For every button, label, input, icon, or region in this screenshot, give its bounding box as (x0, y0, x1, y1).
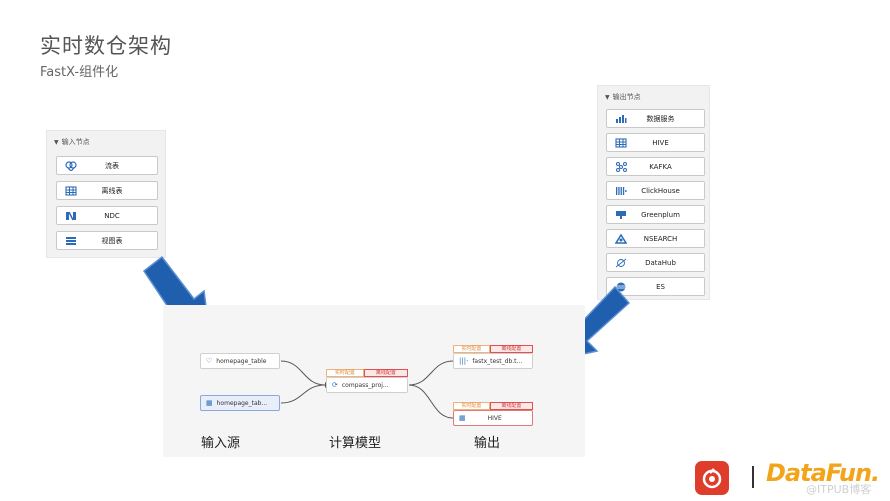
output-node-panel: ▼ 输出节点 数据服务 HIVE KAFKA ClickHouse Greenp… (597, 85, 710, 300)
caption-output: 输出 (474, 436, 501, 451)
grid-table-icon (65, 186, 77, 196)
output-node-label: ClickHouse (641, 186, 680, 195)
page-title: 实时数仓架构 (40, 34, 172, 58)
source-node-label: homepage_tab... (216, 399, 268, 407)
output-node-label: Greenplum (641, 210, 680, 219)
es-icon (615, 282, 627, 292)
input-node-stream-table[interactable]: 流表 (56, 156, 158, 175)
output-node-datahub[interactable]: DataHub (606, 253, 705, 272)
output-node-label: DataHub (645, 258, 676, 267)
watermark-text: @ITPUB博客 (806, 483, 872, 496)
data-service-icon (615, 114, 627, 124)
clickhouse-icon (615, 186, 627, 196)
sink-node-fastx[interactable]: |||· fastx_test_db.t... (453, 353, 533, 369)
hive-icon: ▦ (459, 414, 466, 422)
output-node-label: NSEARCH (643, 234, 678, 243)
offline-config-tag[interactable]: 离线配置 (363, 369, 408, 377)
datafun-logo-text: DataFun. (766, 459, 880, 487)
offline-config-tag[interactable]: 离线配置 (489, 402, 533, 410)
input-node-label: 视图表 (101, 236, 123, 245)
page-subtitle: FastX-组件化 (40, 65, 119, 80)
compute-node-tags: 实时配置 离线配置 (326, 369, 408, 377)
compute-model-icon: ⟳ (332, 381, 338, 389)
hive-icon (615, 138, 627, 148)
datahub-icon (615, 258, 627, 268)
input-panel-title: 输入节点 (61, 138, 90, 146)
greenplum-icon (615, 210, 627, 220)
netease-logo (695, 461, 729, 495)
output-node-label: KAFKA (649, 162, 672, 171)
collapse-caret-icon[interactable]: ▼ (605, 93, 610, 101)
output-node-nsearch[interactable]: NSEARCH (606, 229, 705, 248)
sink-node-label: fastx_test_db.t... (472, 357, 523, 365)
source-node-homepage-table[interactable]: ♡ homepage_table (200, 353, 280, 369)
stream-table-icon (65, 161, 77, 172)
input-panel-header[interactable]: ▼ 输入节点 (54, 137, 90, 147)
output-node-es[interactable]: ES (606, 277, 705, 296)
grid-table-icon: ▦ (206, 399, 213, 407)
input-node-ndc[interactable]: NDC (56, 206, 158, 225)
datafun-logo: DataFun. (766, 459, 880, 487)
input-node-label: 流表 (105, 161, 119, 170)
view-table-icon (65, 236, 77, 246)
clickhouse-icon: |||· (459, 357, 469, 365)
compute-node-compass[interactable]: ⟳ compass_proj... (326, 377, 408, 393)
output-panel-header[interactable]: ▼ 输出节点 (605, 92, 641, 102)
nsearch-icon (614, 233, 628, 244)
flow-canvas: ♡ homepage_table ▦ homepage_tab... 实时配置 … (163, 305, 585, 457)
output-node-clickhouse[interactable]: ClickHouse (606, 181, 705, 200)
sink-node-tags: 实时配置 离线配置 (453, 345, 533, 353)
input-node-label: 离线表 (101, 186, 123, 195)
compute-node-label: compass_proj... (341, 381, 389, 389)
caption-input-source: 输入源 (201, 436, 241, 451)
output-node-label: 数据服务 (646, 114, 675, 123)
ndc-icon (65, 211, 77, 221)
sink-node-hive[interactable]: ▦ HIVE (453, 410, 533, 426)
sink-node-tags: 实时配置 离线配置 (453, 402, 533, 410)
output-node-label: ES (656, 282, 665, 291)
input-node-label: NDC (104, 211, 120, 220)
caption-compute-model: 计算模型 (329, 436, 382, 451)
logo-divider (752, 466, 754, 488)
realtime-config-tag[interactable]: 实时配置 (326, 369, 364, 377)
input-node-panel: ▼ 输入节点 流表 离线表 NDC 视图表 (46, 130, 166, 258)
offline-config-tag[interactable]: 离线配置 (489, 345, 533, 353)
kafka-icon (615, 162, 627, 172)
realtime-config-tag[interactable]: 实时配置 (453, 402, 490, 410)
output-node-label: HIVE (652, 138, 669, 147)
source-node-homepage-tab[interactable]: ▦ homepage_tab... (200, 395, 280, 411)
collapse-caret-icon[interactable]: ▼ (54, 138, 59, 146)
output-node-hive[interactable]: HIVE (606, 133, 705, 152)
output-panel-title: 输出节点 (612, 93, 641, 101)
input-node-offline-table[interactable]: 离线表 (56, 181, 158, 200)
source-node-label: homepage_table (216, 357, 267, 365)
output-node-greenplum[interactable]: Greenplum (606, 205, 705, 224)
stream-table-icon: ♡ (206, 357, 213, 365)
realtime-config-tag[interactable]: 实时配置 (453, 345, 490, 353)
sink-node-label: HIVE (487, 414, 502, 422)
output-node-data-service[interactable]: 数据服务 (606, 109, 705, 128)
output-node-kafka[interactable]: KAFKA (606, 157, 705, 176)
input-node-view-table[interactable]: 视图表 (56, 231, 158, 250)
